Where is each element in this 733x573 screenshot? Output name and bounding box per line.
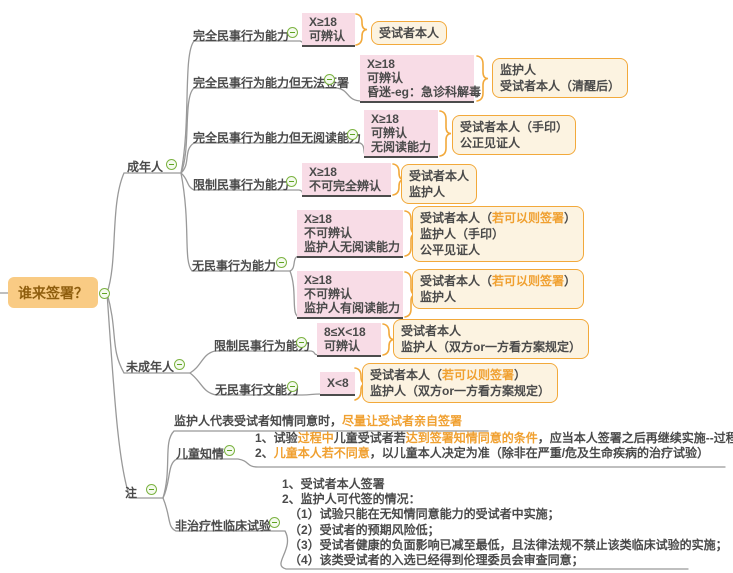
collapse-icon[interactable] [166, 159, 177, 170]
topic-full-capacity-cannot-sign[interactable]: 完全民事行为能力但无法签署 [193, 76, 350, 90]
collapse-icon[interactable] [287, 27, 298, 38]
signer-box[interactable]: 受试者本人（若可以则签署） 监护人（手印） 公平见证人 [412, 206, 585, 262]
collapse-icon[interactable] [224, 445, 235, 456]
collapse-icon[interactable] [296, 337, 307, 348]
collapse-icon[interactable] [174, 359, 185, 370]
branch-curves [0, 40, 726, 570]
signer-box[interactable]: 受试者本人（手印） 公正见证人 [452, 115, 577, 155]
root-topic[interactable]: 谁来签署？ [8, 277, 98, 308]
topic-full-capacity-cannot-read[interactable]: 完全民事行为能力但无阅读能力 [193, 131, 362, 145]
topic-notes[interactable]: 注 [125, 486, 138, 500]
note-guardian-consent[interactable]: 监护人代表受试者知情同意时，尽量让受试者亲自签署 [174, 414, 463, 428]
collapse-icon[interactable] [146, 484, 157, 495]
topic-nontherapeutic-trial[interactable]: 非治疗性临床试验 [175, 519, 272, 533]
collapse-icon[interactable] [276, 257, 287, 268]
collapse-icon[interactable] [269, 517, 280, 528]
topic-minor-no-capacity[interactable]: 无民事行文能力 [215, 383, 300, 397]
collapse-icon[interactable] [286, 176, 297, 187]
topic-limited-capacity[interactable]: 限制民事行为能力 [193, 178, 290, 192]
signer-box[interactable]: 受试者本人（若可以则签署） 监护人 [412, 269, 585, 309]
note-child-assent-text[interactable]: 1、试验过程中儿童受试者若达到签署知情同意的条件，应当本人签署之后再继续实施--… [255, 431, 733, 461]
condition-box[interactable]: X<8 [320, 372, 355, 396]
signer-box[interactable]: 受试者本人 监护人（双方or一方看方案规定） [393, 319, 590, 359]
signer-box[interactable]: 受试者本人 监护人 [401, 164, 478, 204]
topic-adult[interactable]: 成年人 [127, 160, 164, 174]
topic-minor-limited-capacity[interactable]: 限制民事行为能力 [214, 339, 311, 353]
collapse-icon[interactable] [287, 381, 298, 392]
signer-box[interactable]: 受试者本人 [371, 21, 448, 45]
topic-child-assent[interactable]: 儿童知情 [176, 447, 225, 461]
signer-box[interactable]: 受试者本人（若可以则签署） 监护人（双方or一方看方案规定） [362, 363, 559, 403]
signer-box[interactable]: 监护人 受试者本人（清醒后） [492, 58, 629, 98]
topic-no-capacity[interactable]: 无民事行为能力 [192, 259, 277, 273]
topic-full-capacity[interactable]: 完全民事行为能力 [193, 29, 290, 43]
collapse-icon[interactable] [99, 288, 110, 299]
collapse-icon[interactable] [324, 74, 335, 85]
collapse-icon[interactable] [347, 129, 358, 140]
topic-minor[interactable]: 未成年人 [126, 360, 175, 374]
note-nontherapeutic-text[interactable]: 1、受试者本人签署 2、监护人可代签的情况： （1）试验只能在无知情同意能力的受… [282, 477, 728, 568]
